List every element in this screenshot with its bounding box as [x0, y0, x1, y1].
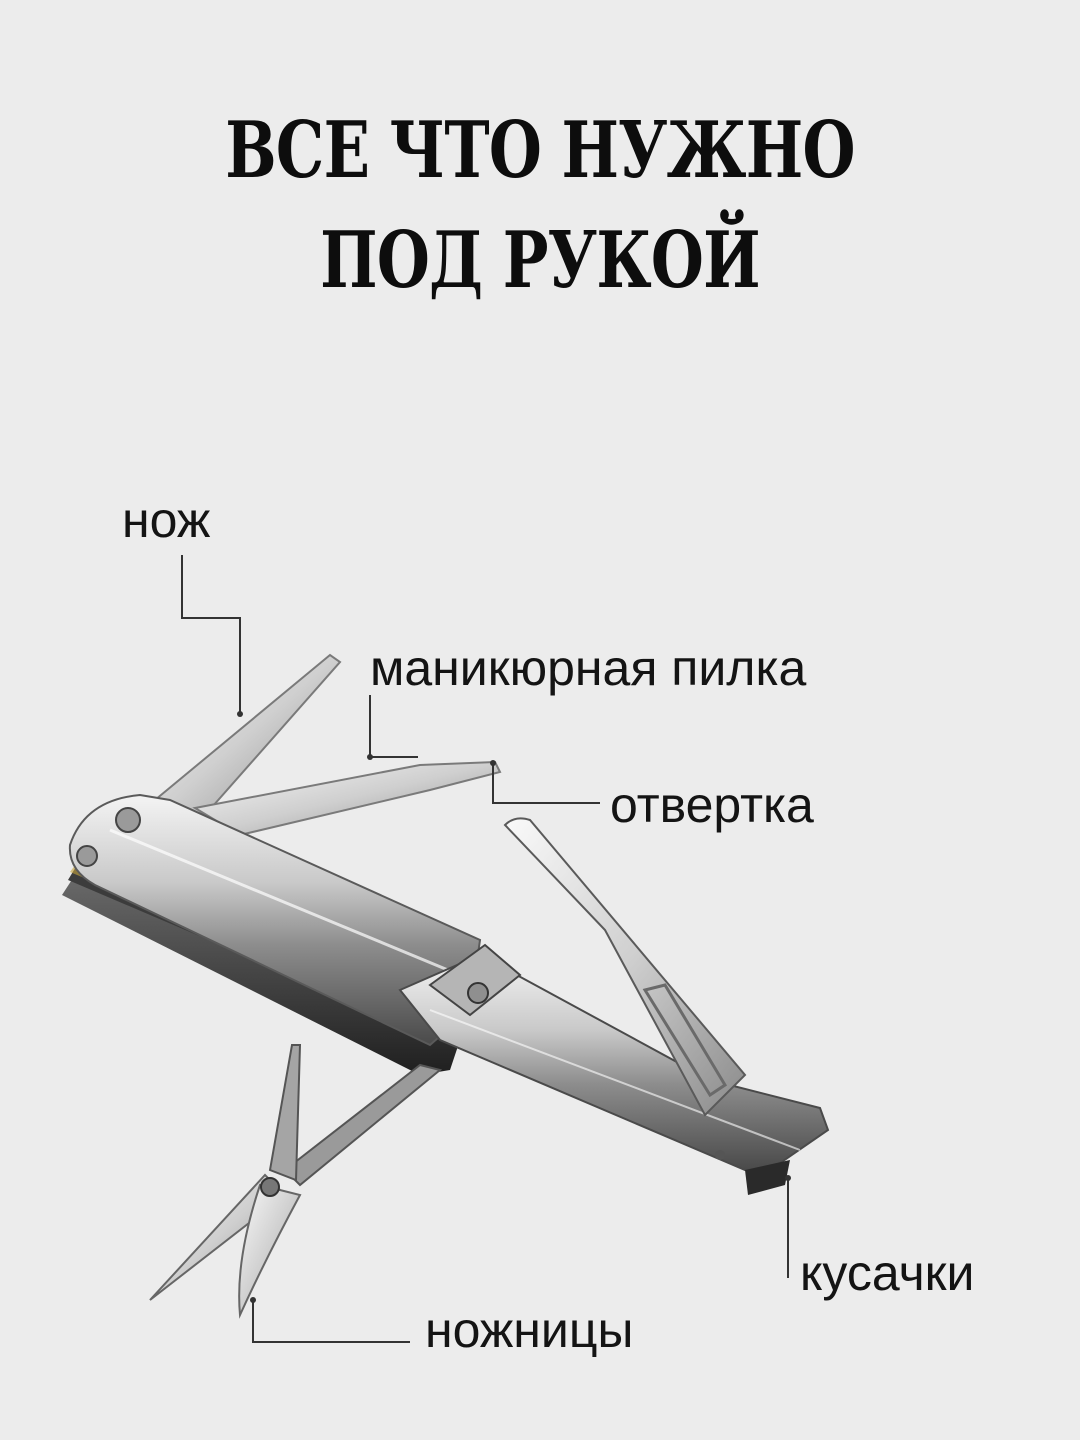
clipper-jaw: [745, 1160, 790, 1195]
headline-line-1: ВСЕ ЧТО НУЖНО: [225, 105, 855, 196]
lever-pin: [467, 982, 489, 1004]
headline-line-2: ПОД РУКОЙ: [320, 215, 760, 306]
scissors-handle: [268, 1044, 302, 1182]
scissors-arm: [283, 1063, 443, 1187]
handle-back-layer: [62, 875, 460, 1075]
callout-nail-file: маникюрная пилка: [370, 640, 807, 696]
scissors-pivot: [260, 1177, 280, 1197]
callout-scissors: ножницы: [425, 1302, 634, 1358]
pivot-screw-1: [115, 807, 141, 833]
clipper-lever: [428, 943, 522, 1017]
scissors-blade-2: [238, 1183, 302, 1319]
screwdriver-tool: [503, 817, 747, 1117]
callout-clippers: кусачки: [800, 1245, 975, 1301]
clipper-body: [398, 953, 830, 1171]
callout-screwdriver: отвертка: [610, 777, 814, 833]
callout-knife: нож: [122, 492, 211, 548]
pivot-screw-2: [76, 845, 98, 867]
